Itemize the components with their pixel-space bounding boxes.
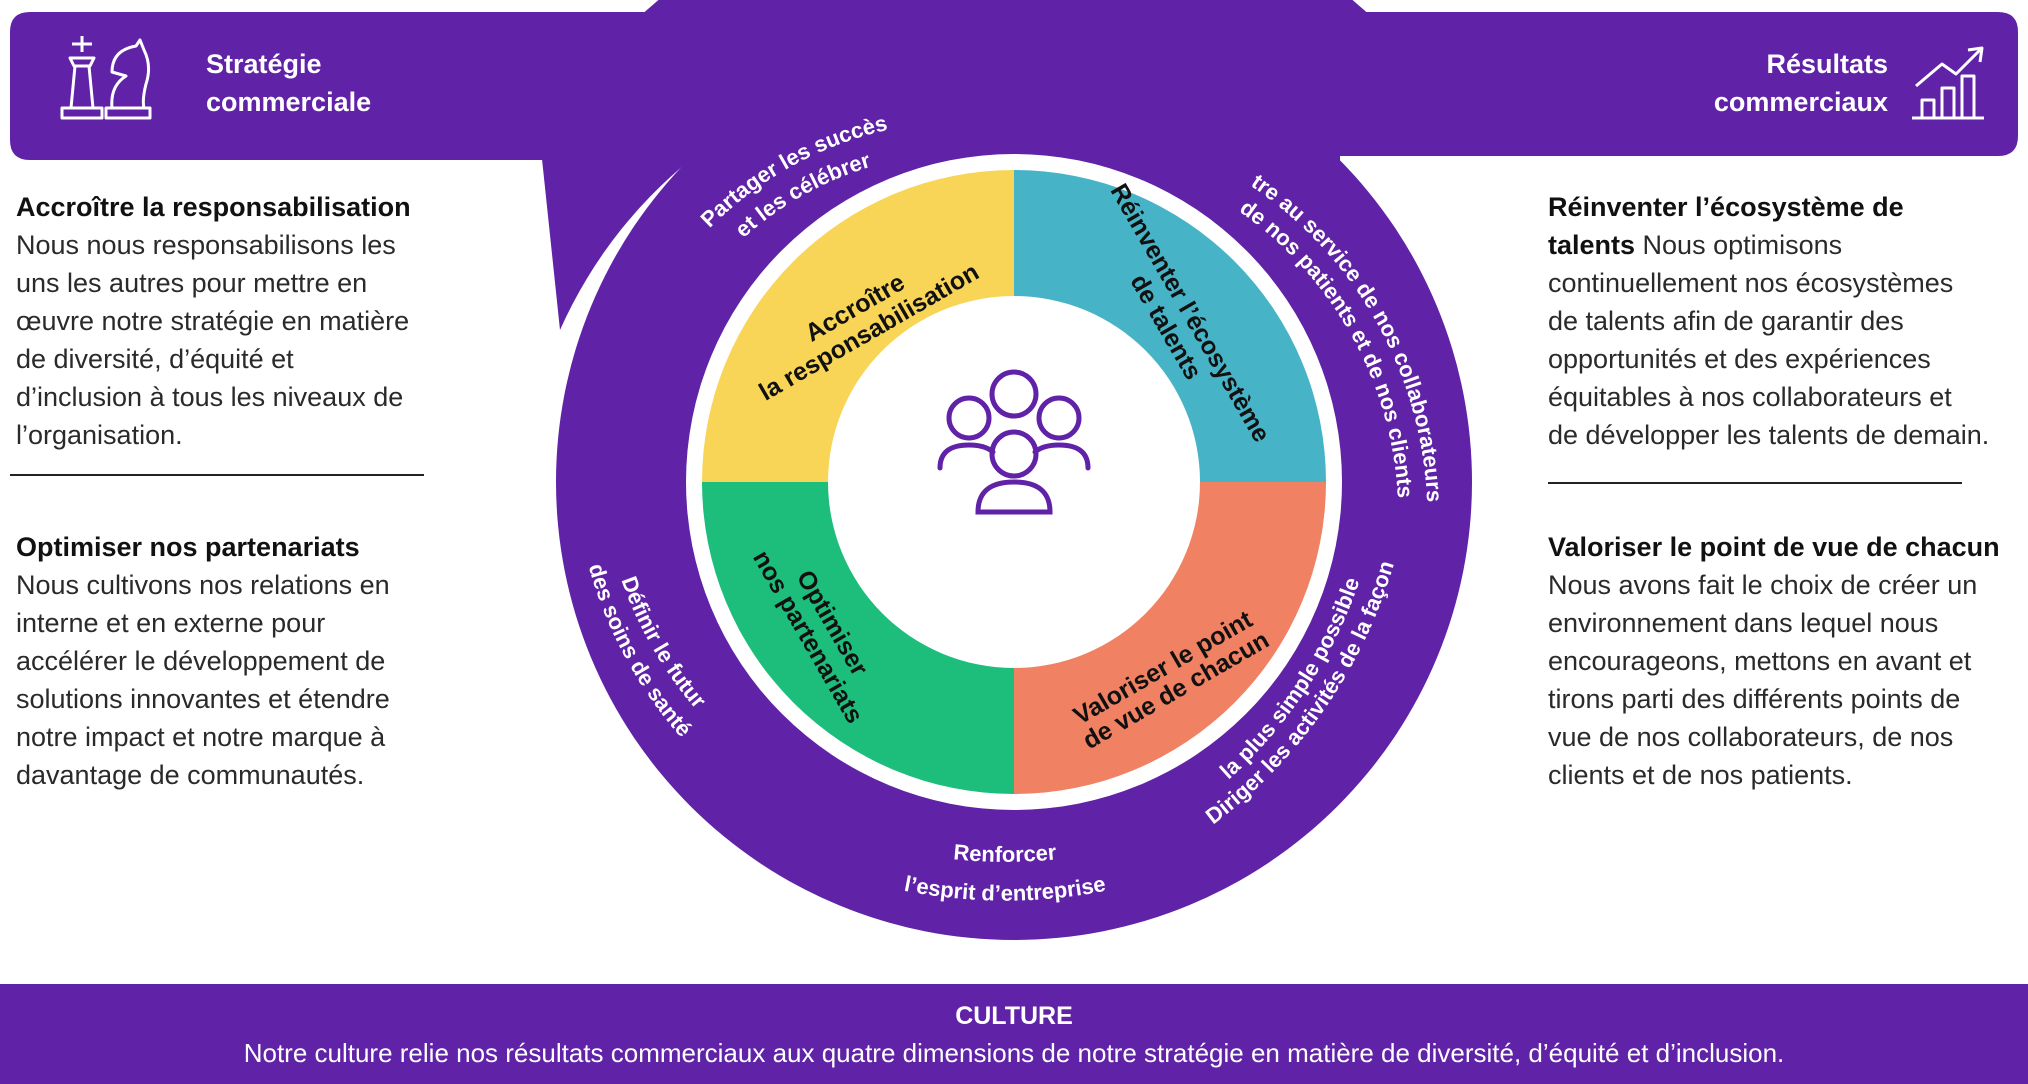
people-group-icon bbox=[937, 369, 1091, 515]
svg-text:Renforcer: Renforcer bbox=[953, 839, 1058, 867]
left-divider bbox=[10, 474, 424, 476]
banner-connector bbox=[540, 0, 1480, 330]
left-block-accountability: Accroître la responsabilisation Nous nou… bbox=[16, 192, 411, 450]
growth-chart-icon bbox=[1912, 46, 1984, 120]
left-block-partnerships: Optimiser nos partenariats Nous cultivon… bbox=[16, 532, 390, 790]
right-divider bbox=[1548, 482, 1962, 484]
culture-footer: CULTURE Notre culture relie nos résultat… bbox=[0, 984, 2028, 1084]
results-title: Résultats commerciaux bbox=[1713, 49, 1888, 117]
culture-title: CULTURE bbox=[955, 1002, 1073, 1030]
chess-icon bbox=[60, 36, 152, 120]
culture-description: Notre culture relie nos résultats commer… bbox=[243, 1038, 1785, 1068]
right-block-perspective: Valoriser le point de vue de chacun Nous… bbox=[1548, 532, 2000, 790]
strategy-title: Stratégie commerciale bbox=[206, 49, 372, 117]
right-block-talent: Réinventer l’écosystème de talents Nous … bbox=[1548, 192, 1990, 450]
